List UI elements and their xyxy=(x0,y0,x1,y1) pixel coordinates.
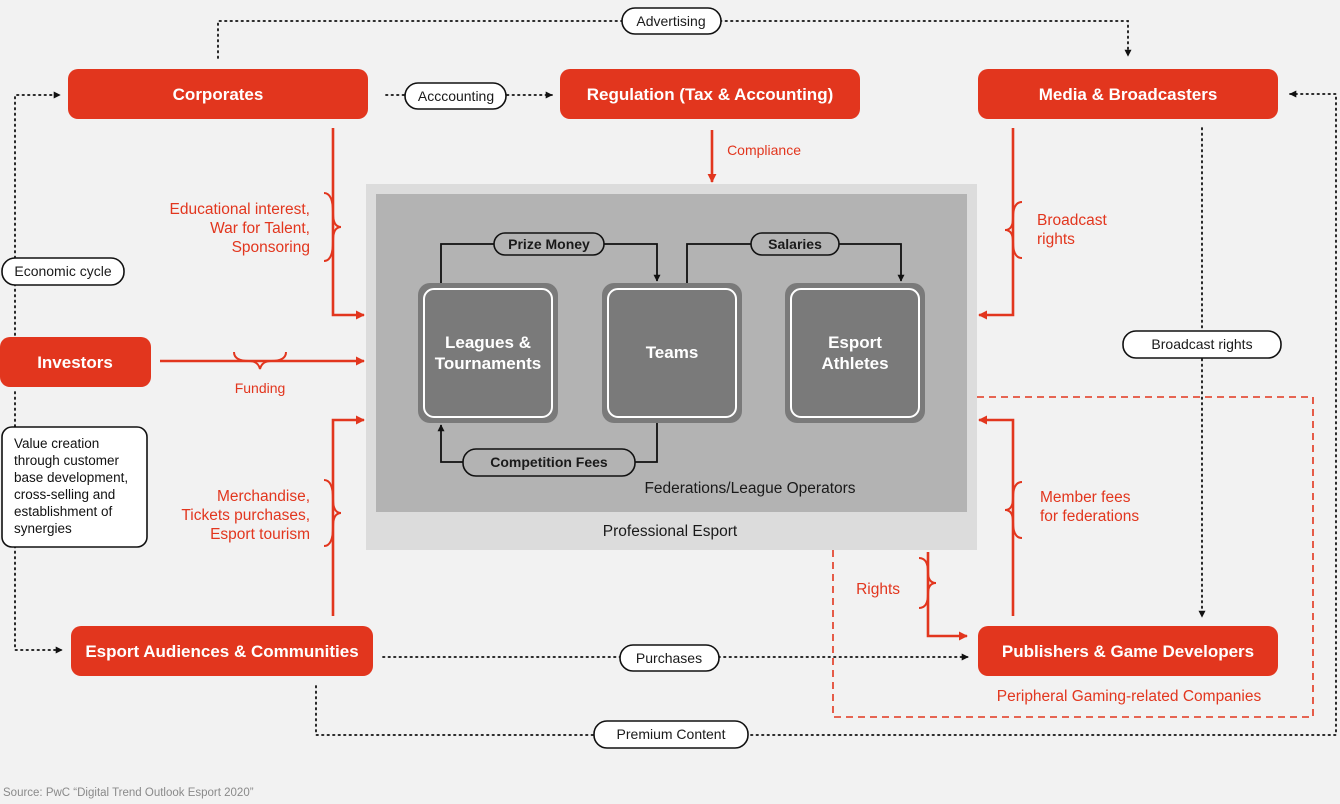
member-fees-label-1: Member fees xyxy=(1040,489,1131,506)
audience-spend-label-2: Tickets purchases, xyxy=(181,507,310,524)
publishers-label: Publishers & Game Developers xyxy=(1002,642,1254,661)
prize-money-pill xyxy=(493,232,605,256)
investors-label: Investors xyxy=(37,353,113,372)
source-note: Source: PwC “Digital Trend Outlook Espor… xyxy=(3,787,254,799)
audiences-label: Esport Audiences & Communities xyxy=(85,642,358,661)
broadcast-rights-label-1: Broadcast xyxy=(1037,212,1107,229)
broadcast-rights-pill-label: Broadcast rights xyxy=(1151,336,1252,352)
investors-box[interactable]: Investors xyxy=(0,337,151,387)
brace-broadcast xyxy=(1004,201,1023,259)
media-box[interactable]: Media & Broadcasters xyxy=(978,69,1278,119)
peripheral-region xyxy=(832,396,1314,718)
teams-node[interactable]: Teams xyxy=(602,283,742,423)
corporates-label: Corporates xyxy=(173,85,264,104)
federations-label: Federations/League Operators xyxy=(644,480,855,497)
premium-content-label: Premium Content xyxy=(617,726,726,742)
corporates-interest-label-1: Educational interest, xyxy=(170,201,310,218)
member-fees-arrow xyxy=(978,415,1015,616)
leagues-node[interactable]: Leagues & Tournaments xyxy=(418,283,558,423)
audience-spend-label-1: Merchandise, xyxy=(217,488,310,505)
corporates-interest-label-3: Sponsoring xyxy=(232,239,310,256)
brace-member-fees xyxy=(1004,481,1023,539)
brace-audiences xyxy=(323,479,342,547)
economic-cycle-label: Economic cycle xyxy=(14,263,111,279)
broadcast-rights-label-2: rights xyxy=(1037,231,1075,248)
premium-content-line xyxy=(315,90,1337,736)
value-creation-box xyxy=(1,426,148,548)
value-creation-line-4: cross-selling and xyxy=(14,487,115,502)
athletes-node[interactable]: Esport Athletes xyxy=(785,283,925,423)
purchases-label: Purchases xyxy=(636,650,702,666)
economic-cycle-line-lower xyxy=(14,391,63,654)
media-label: Media & Broadcasters xyxy=(1039,85,1218,104)
broadcast-rights-pill xyxy=(1122,330,1282,359)
audiences-box[interactable]: Esport Audiences & Communities xyxy=(71,626,373,676)
salaries-pill xyxy=(750,232,840,256)
leagues-label-2: Tournaments xyxy=(435,354,541,373)
member-fees-label-2: for federations xyxy=(1040,508,1139,525)
value-creation-line-5: establishment of xyxy=(14,504,113,519)
corporates-box[interactable]: Corporates xyxy=(68,69,368,119)
value-creation-line-6: synergies xyxy=(14,521,72,536)
rights-arrow xyxy=(926,552,968,641)
salaries-label: Salaries xyxy=(768,236,822,252)
prize-money-label: Prize Money xyxy=(508,236,590,252)
compliance-label: Compliance xyxy=(727,142,801,158)
regulation-label: Regulation (Tax & Accounting) xyxy=(587,85,834,104)
premium-content-pill xyxy=(593,720,749,749)
leagues-label-1: Leagues & xyxy=(445,333,531,352)
advertising-pill xyxy=(621,7,722,35)
competition-fees-label: Competition Fees xyxy=(490,454,608,470)
advertising-label: Advertising xyxy=(636,13,705,29)
rights-label: Rights xyxy=(856,581,900,598)
value-creation-line-1: Value creation xyxy=(14,436,99,451)
brace-rights xyxy=(918,557,937,609)
accounting-pill xyxy=(404,82,507,110)
athletes-label-2: Athletes xyxy=(821,354,888,373)
funding-label: Funding xyxy=(235,380,286,396)
audience-spend-label-3: Esport tourism xyxy=(210,526,310,543)
athletes-label-1: Esport xyxy=(828,333,882,352)
value-creation-line-2: through customer xyxy=(14,453,120,468)
regulation-box[interactable]: Regulation (Tax & Accounting) xyxy=(560,69,860,119)
peripheral-label: Peripheral Gaming-related Companies xyxy=(997,688,1262,705)
brace-corporates xyxy=(323,192,342,262)
corporates-interest-label-2: War for Talent, xyxy=(210,220,310,237)
competition-fees-pill xyxy=(462,448,636,477)
advertising-line xyxy=(217,20,1132,59)
audiences-to-esport-arrow xyxy=(331,415,365,616)
publishers-box[interactable]: Publishers & Game Developers xyxy=(978,626,1278,676)
accounting-label: Acccounting xyxy=(418,88,494,104)
economic-cycle-line xyxy=(14,91,61,336)
teams-label: Teams xyxy=(646,343,699,362)
professional-esport-label: Professional Esport xyxy=(603,523,738,540)
economic-cycle-pill xyxy=(1,257,125,286)
brace-funding xyxy=(233,351,287,370)
value-creation-line-3: base development, xyxy=(14,470,128,485)
purchases-pill xyxy=(619,644,720,672)
broadcast-rights-arrow xyxy=(978,128,1015,320)
corporates-to-esport-arrow xyxy=(331,128,365,320)
